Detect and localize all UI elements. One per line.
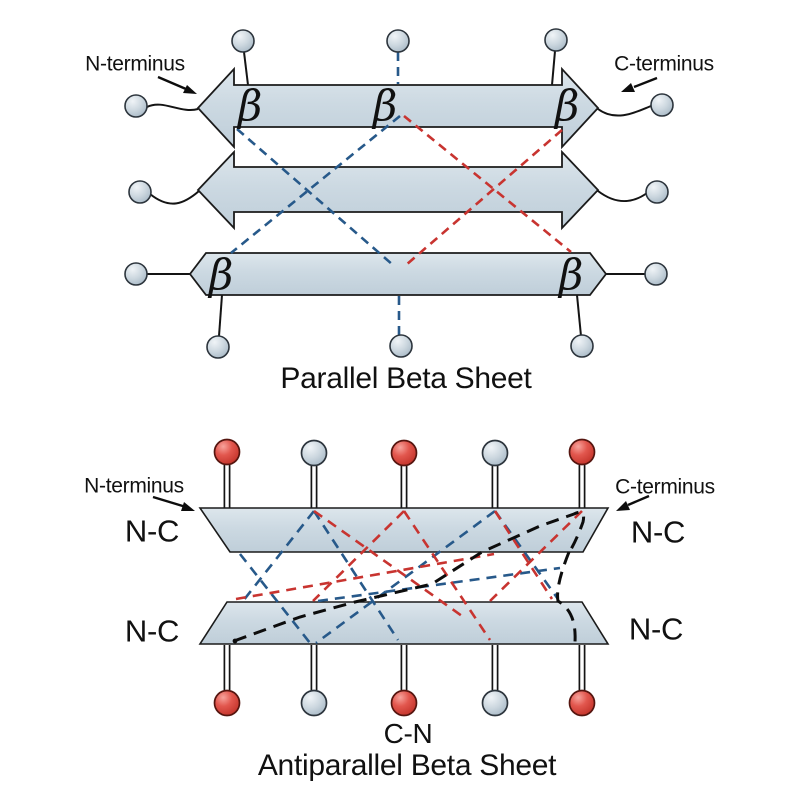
n-terminus-loop-strand2 [149, 190, 200, 205]
sidechain-ball-top-left [231, 29, 255, 53]
sidechain-stick-top-left [243, 51, 249, 86]
residue-ball-bottom-4 [481, 689, 509, 717]
hbond-anti-red-3 [489, 510, 583, 602]
sidechain-ball-bottom-center [389, 334, 413, 358]
label-nc-bottom-left: N-C [124, 613, 180, 649]
hbond-anti-red-4 [313, 509, 463, 618]
sidechain-ball-bottom-left [206, 335, 230, 359]
residue-ball-bottom-3 [390, 689, 418, 717]
title-parallel: Parallel Beta Sheet [280, 362, 532, 395]
terminus-ball-left-3 [124, 262, 148, 286]
beta-sheet-bottom [198, 601, 610, 645]
c-terminus-pointer-line-antiparallel [627, 494, 650, 507]
sidechain-stick-top-right [551, 50, 556, 86]
hbond-anti-red-6 [493, 510, 554, 600]
c-terminus-pointer-head-parallel [621, 83, 635, 92]
label-nc-top-left: N-C [124, 513, 180, 549]
beta-strand-2 [196, 149, 600, 231]
beta-strand-3 [188, 252, 608, 296]
hbond-blue-cross-2 [230, 114, 401, 255]
sidechain-ball-top-right [544, 28, 568, 52]
beta-label-strand3-right: β [559, 250, 583, 299]
hbond-anti-blue-1 [241, 510, 316, 602]
sidechain-ball-top-center [386, 29, 410, 53]
hbond-anti-blue-2 [312, 510, 400, 641]
label-nc-top-right: N-C [630, 514, 686, 550]
label-c-terminus-parallel: C-terminus [614, 52, 714, 76]
c-terminus-pointer-head-antiparallel [616, 501, 630, 511]
chain-path-descent [556, 551, 577, 643]
terminus-ball-right-3 [644, 262, 668, 286]
beta-strand-1 [196, 66, 600, 150]
label-n-terminus-parallel: N-terminus [85, 52, 185, 76]
residue-ball-top-5 [568, 438, 596, 466]
beta-label-strand1-left: β [238, 81, 262, 130]
hbond-red-cross-2 [405, 129, 563, 266]
beta-label-strand1-right: β [555, 81, 579, 130]
label-c-terminus-antiparallel: C-terminus [615, 475, 715, 499]
sidechain-ball-bottom-right [570, 334, 594, 358]
hbond-anti-blue-3 [238, 553, 312, 644]
title-antiparallel: Antiparallel Beta Sheet [257, 749, 557, 782]
hbond-red-cross-1 [403, 114, 572, 254]
c-terminus-loop-strand1 [597, 105, 652, 117]
hbond-anti-red-5 [235, 552, 495, 601]
hbond-blue-cross-1 [236, 128, 394, 266]
n-terminus-pointer-line-parallel [157, 75, 187, 91]
n-terminus-pointer-line-antiparallel [152, 495, 187, 509]
c-terminus-loop-strand2 [597, 190, 648, 202]
sidechain-stick-bottom-left [218, 294, 223, 337]
beta-sheet-top [198, 507, 610, 553]
terminus-ball-left-1 [124, 94, 148, 118]
chain-path-main [233, 510, 586, 643]
n-terminus-loop-strand1 [146, 103, 199, 112]
residue-ball-top-3 [390, 439, 418, 467]
hbond-anti-blue-4 [315, 509, 496, 645]
label-nc-bottom-right: N-C [628, 611, 684, 647]
n-terminus-pointer-head-parallel [183, 85, 197, 94]
terminus-ball-right-1 [650, 93, 674, 117]
beta-label-strand1-center: β [373, 81, 397, 130]
hbond-anti-red-2 [402, 510, 492, 641]
hbond-anti-red-1 [312, 510, 405, 602]
label-cn-bottom: C-N [383, 718, 433, 749]
n-terminus-pointer-head-antiparallel [181, 502, 195, 511]
residue-ball-bottom-5 [568, 689, 596, 717]
residue-ball-top-4 [481, 439, 509, 467]
terminus-ball-left-2 [128, 180, 152, 204]
terminus-ball-right-2 [645, 180, 669, 204]
sidechain-stick-bottom-right [576, 294, 582, 337]
c-terminus-pointer-line-parallel [633, 76, 658, 89]
residue-ball-top-2 [300, 439, 328, 467]
hbond-anti-blue-6 [317, 566, 561, 603]
residue-ball-bottom-2 [300, 689, 328, 717]
label-n-terminus-antiparallel: N-terminus [84, 474, 184, 498]
residue-ball-top-1 [213, 438, 241, 466]
residue-ball-bottom-1 [213, 689, 241, 717]
beta-label-strand3-left: β [209, 250, 233, 299]
